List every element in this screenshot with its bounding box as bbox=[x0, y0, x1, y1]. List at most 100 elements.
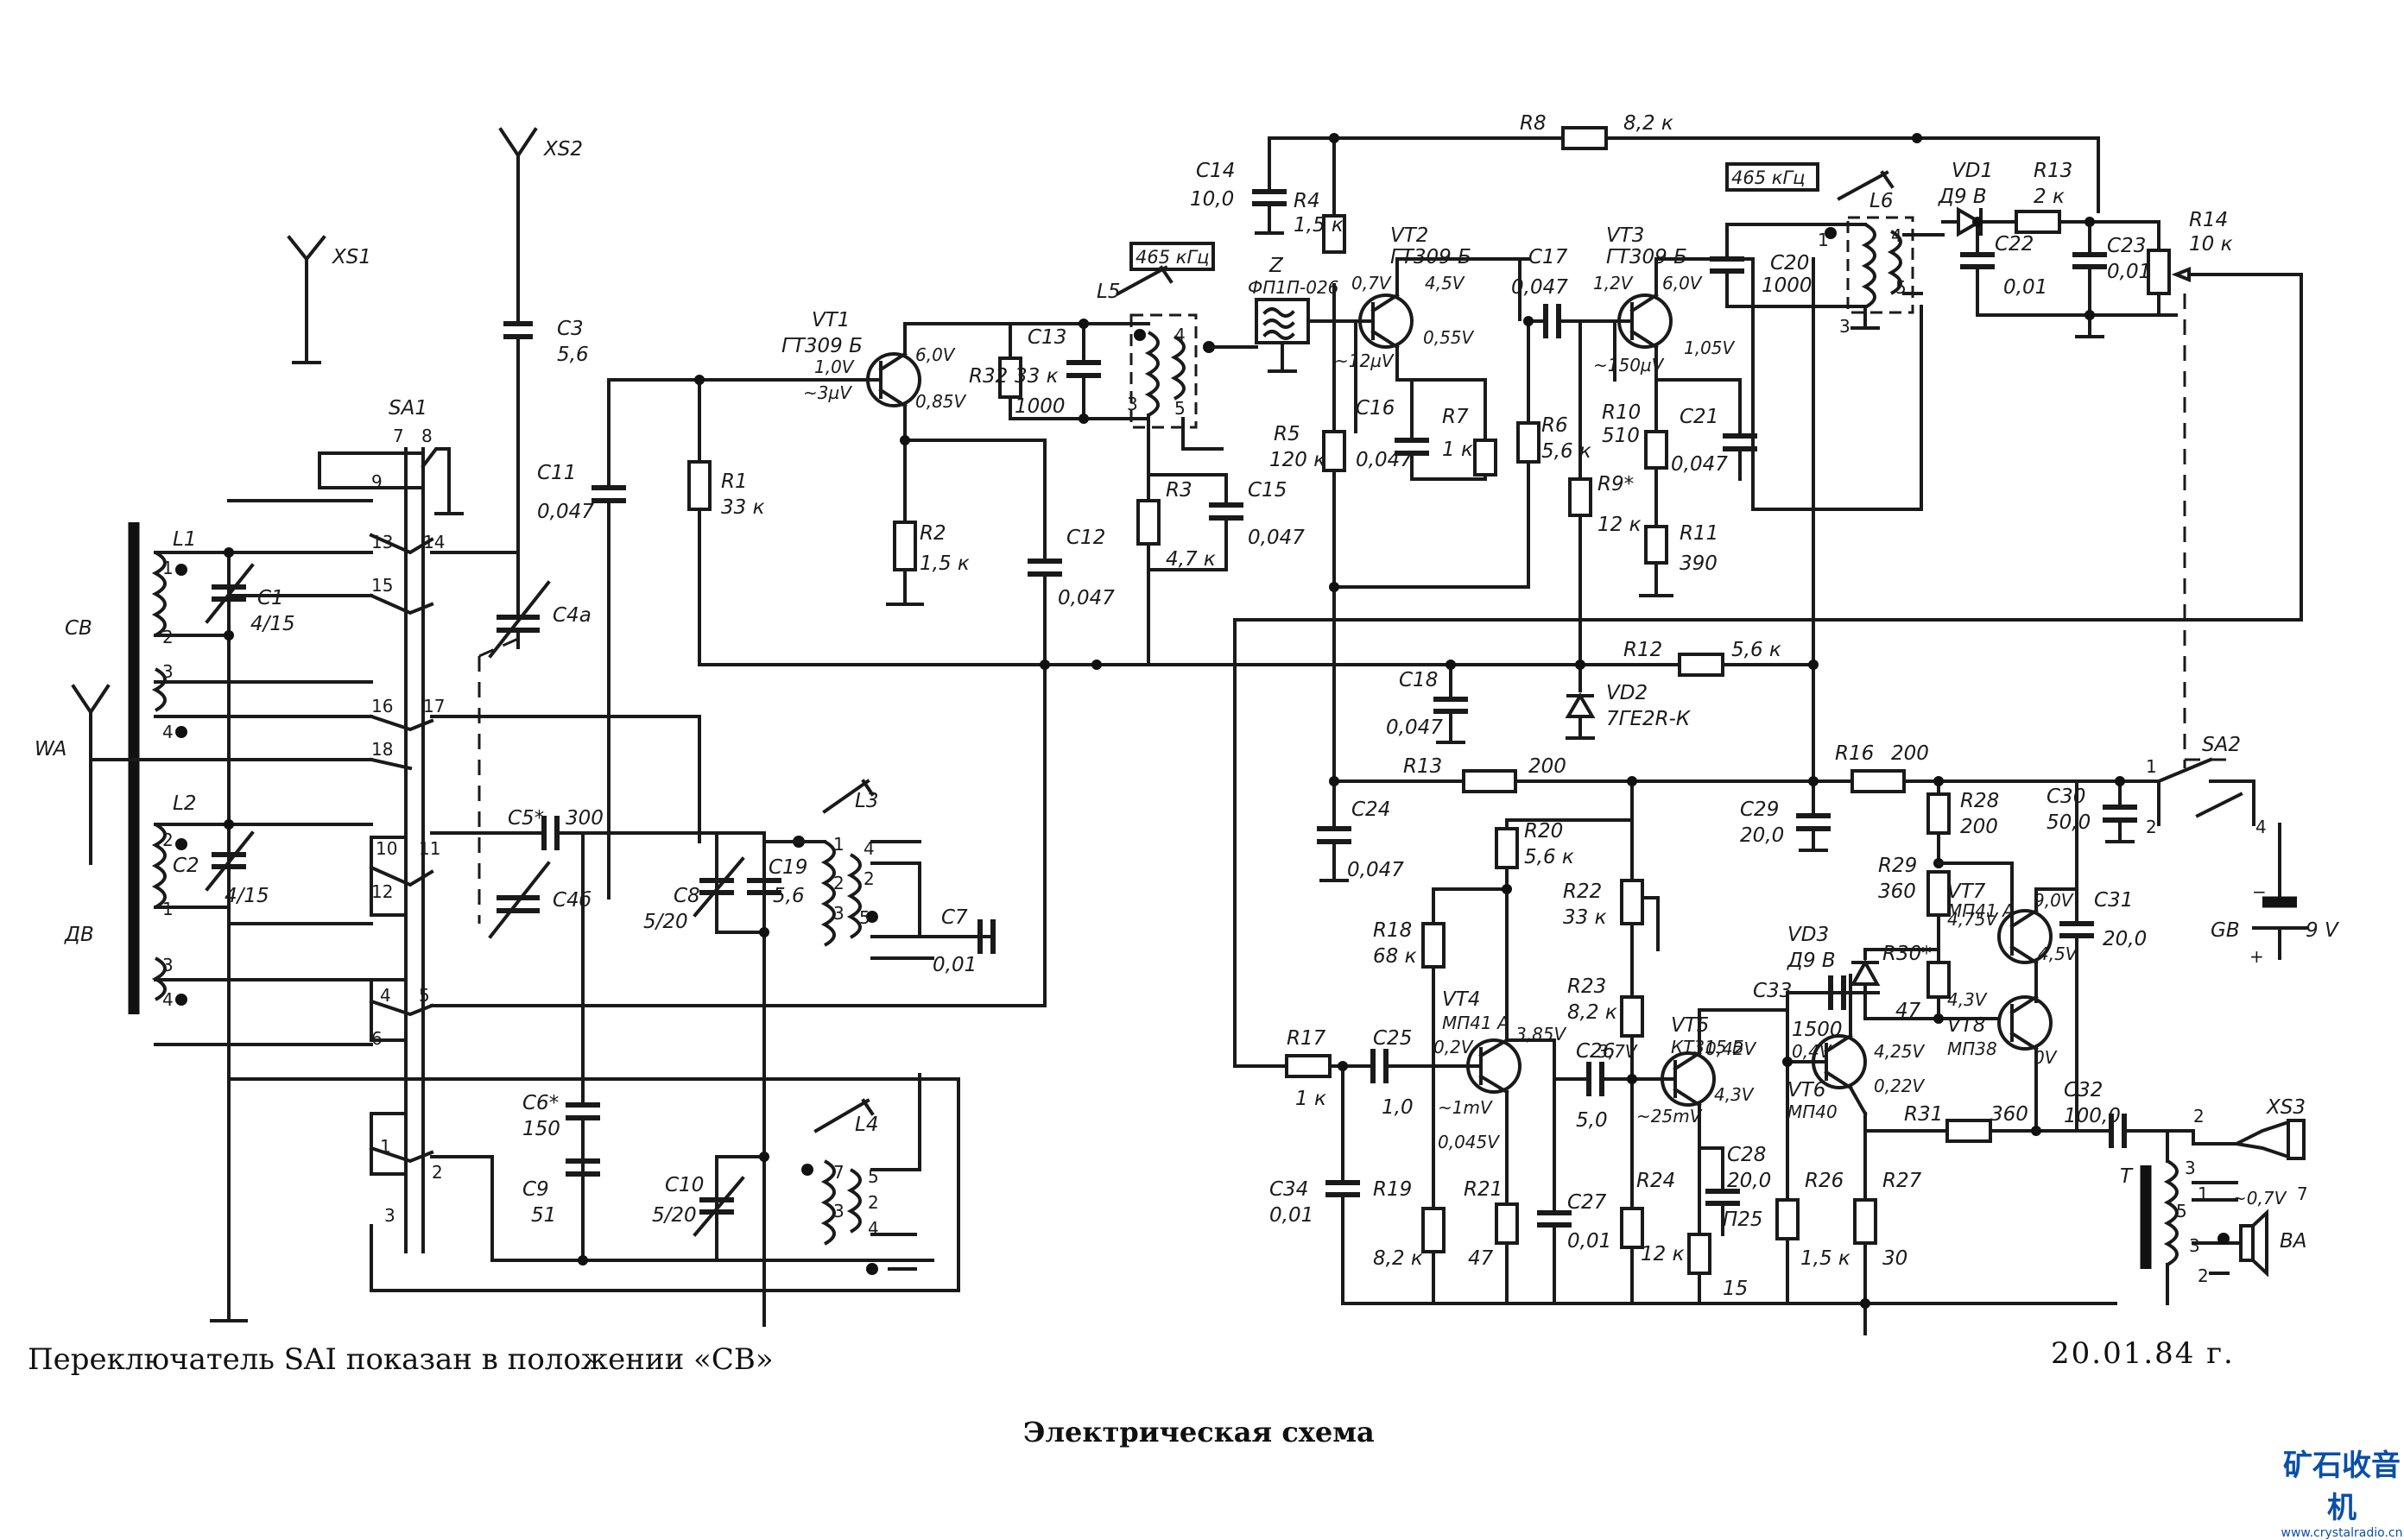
svg-text:~25mV: ~25mV bbox=[1636, 1106, 1703, 1127]
label-c14: C14 bbox=[1196, 160, 1235, 182]
value-r7: 1 к bbox=[1442, 439, 1473, 461]
value-c5: 300 bbox=[566, 807, 604, 830]
label-vt8: VT8 bbox=[1947, 1014, 1985, 1037]
value-c9: 51 bbox=[531, 1204, 556, 1227]
value-r32: 33 к bbox=[1015, 365, 1059, 388]
label-r18: R18 bbox=[1373, 919, 1412, 942]
label-c9: C9 bbox=[522, 1178, 549, 1201]
value-c21: 0,047 bbox=[1671, 453, 1728, 476]
type-z: ФП1П-026 bbox=[1248, 277, 1338, 298]
transistor-vt7: VT7 МП41 А 4,75V 9,0V 4,5V bbox=[1947, 779, 2078, 1003]
svg-text:10: 10 bbox=[376, 838, 397, 859]
svg-text:5: 5 bbox=[419, 985, 430, 1006]
type-vt7: МП41 А bbox=[1947, 900, 2015, 921]
transistor-vt3: VT3 ГТ309 Б 1,2V 6,0V 1,05V ~150µV bbox=[1593, 224, 1755, 382]
label-c3: C3 bbox=[557, 318, 584, 340]
resistor-r3: R3 4,7 к C15 0,047 bbox=[1136, 473, 1305, 666]
label-c31: C31 bbox=[2094, 889, 2133, 912]
label-r2: R2 bbox=[920, 522, 946, 545]
output-transformer: C32 100,0 T XS3 BA ~0,7V 23 15 32 7 bbox=[2064, 1079, 2308, 1305]
value-c18: 0,047 bbox=[1386, 716, 1443, 739]
vt6-driver: VD3 Д9 В C33 1500 VT6 МП40 0,4V 4,25V 0,… bbox=[1698, 924, 1926, 1305]
label-c1: C1 bbox=[257, 587, 284, 609]
transistor-vt5: VT5 КТ315 Б 3,7V 0,42V 4,3V ~25mV bbox=[1597, 1008, 1757, 1193]
label-c10: C10 bbox=[665, 1174, 704, 1196]
label-c7: C7 bbox=[941, 906, 968, 929]
label-vt7: VT7 bbox=[1947, 880, 1986, 903]
value-r9: 12 к bbox=[1597, 514, 1642, 536]
label-z: Z bbox=[1268, 255, 1284, 277]
type-vt3: ГТ309 Б bbox=[1606, 246, 1687, 268]
label-c2: C2 bbox=[173, 855, 199, 877]
value-c25: 1,0 bbox=[1382, 1096, 1414, 1119]
type-vt4: МП41 А bbox=[1442, 1013, 1509, 1033]
svg-text:4,5V: 4,5V bbox=[2038, 944, 2078, 964]
label-l3: L3 bbox=[855, 790, 878, 812]
value-c3: 5,6 bbox=[557, 344, 589, 366]
value-r19: 8,2 к bbox=[1373, 1247, 1423, 1270]
svg-text:2: 2 bbox=[868, 1192, 879, 1213]
svg-text:3: 3 bbox=[162, 661, 174, 682]
value-c14: 10,0 bbox=[1190, 188, 1234, 211]
value-r26: 1,5 к bbox=[1800, 1247, 1850, 1270]
label-r11: R11 bbox=[1680, 522, 1718, 545]
resistor-r8: R8 8,2 к bbox=[1520, 112, 1673, 150]
label-xs1: XS1 bbox=[332, 246, 371, 268]
svg-text:4,5V: 4,5V bbox=[1425, 273, 1465, 293]
label-r22: R22 bbox=[1563, 880, 1602, 903]
value-r11: 390 bbox=[1680, 552, 1718, 575]
watermark: 矿石收音机 www.crystalradio.cn bbox=[2280, 1442, 2404, 1540]
label-c24: C24 bbox=[1351, 798, 1390, 821]
svg-text:+: + bbox=[2249, 946, 2264, 967]
if-label-1: 465 кГц bbox=[1136, 247, 1209, 268]
label-vt3: VT3 bbox=[1606, 224, 1644, 247]
svg-text:5: 5 bbox=[859, 907, 870, 928]
label-c8: C8 bbox=[674, 885, 700, 907]
value-r6: 5,6 к bbox=[1541, 440, 1591, 463]
resistor-r1: R1 33 к bbox=[687, 378, 765, 666]
antenna-xs2: XS2 C3 5,6 bbox=[498, 127, 589, 563]
svg-text:2: 2 bbox=[162, 627, 174, 647]
value-r12: 5,6 к bbox=[1731, 639, 1781, 661]
svg-text:0,42V: 0,42V bbox=[1705, 1038, 1757, 1059]
type-vd1: Д9 В bbox=[1938, 186, 1987, 208]
value-c30: 50,0 bbox=[2047, 811, 2091, 834]
svg-text:−: − bbox=[2252, 881, 2267, 902]
value-c29: 20,0 bbox=[1740, 824, 1784, 847]
svg-text:4: 4 bbox=[868, 1218, 879, 1239]
svg-text:7: 7 bbox=[393, 426, 404, 446]
svg-text:4,3V: 4,3V bbox=[1947, 989, 1988, 1010]
emitter-network-vt2: C16 0,047 R7 1 к bbox=[1356, 378, 1497, 481]
detector-vd1: VD1 Д9 В R13 2 к bbox=[1938, 160, 2160, 237]
value-c26: 5,0 bbox=[1576, 1109, 1608, 1132]
label-c20: C20 bbox=[1770, 252, 1809, 275]
resistor-r2: R2 1,5 к bbox=[886, 439, 970, 606]
svg-text:13: 13 bbox=[371, 532, 393, 552]
svg-text:16: 16 bbox=[371, 696, 393, 716]
if-tank-l5: R32 33 к C13 1000 L5 465 кГц 34 5 bbox=[969, 242, 1224, 477]
svg-text:7: 7 bbox=[2297, 1183, 2308, 1204]
label-vt5: VT5 bbox=[1671, 1014, 1709, 1037]
supply-rail-top bbox=[1268, 136, 2100, 770]
value-c13: 1000 bbox=[1015, 395, 1066, 418]
label-c29: C29 bbox=[1740, 798, 1779, 821]
label-t: T bbox=[2120, 1165, 2134, 1188]
vd3-r30: R30* 47 bbox=[1850, 931, 2014, 1022]
svg-text:2: 2 bbox=[864, 868, 875, 889]
transistor-vt8: VT8 МП38 4,3V 0V bbox=[1947, 989, 2058, 1124]
svg-text:3: 3 bbox=[162, 955, 174, 975]
svg-text:4: 4 bbox=[1891, 225, 1902, 246]
label-r19: R19 bbox=[1373, 1178, 1412, 1201]
svg-text:1: 1 bbox=[2198, 1183, 2209, 1204]
value-c32: 100,0 bbox=[2064, 1105, 2121, 1127]
switch-wiring bbox=[89, 378, 1047, 1292]
type-vt6: МП40 bbox=[1787, 1101, 1838, 1122]
svg-text:1,0V: 1,0V bbox=[814, 357, 855, 377]
label-c19: C19 bbox=[769, 856, 807, 879]
resistor-r5: R5 120 к bbox=[1269, 319, 1357, 472]
label-vd3: VD3 bbox=[1787, 924, 1829, 946]
type-vd2: 7ГЕ2R-К bbox=[1606, 708, 1692, 730]
label-c30: C30 bbox=[2047, 786, 2085, 808]
power-filter: R13 200 C24 0,047 C29 20,0 R16 200 C30 5… bbox=[1317, 742, 2137, 882]
